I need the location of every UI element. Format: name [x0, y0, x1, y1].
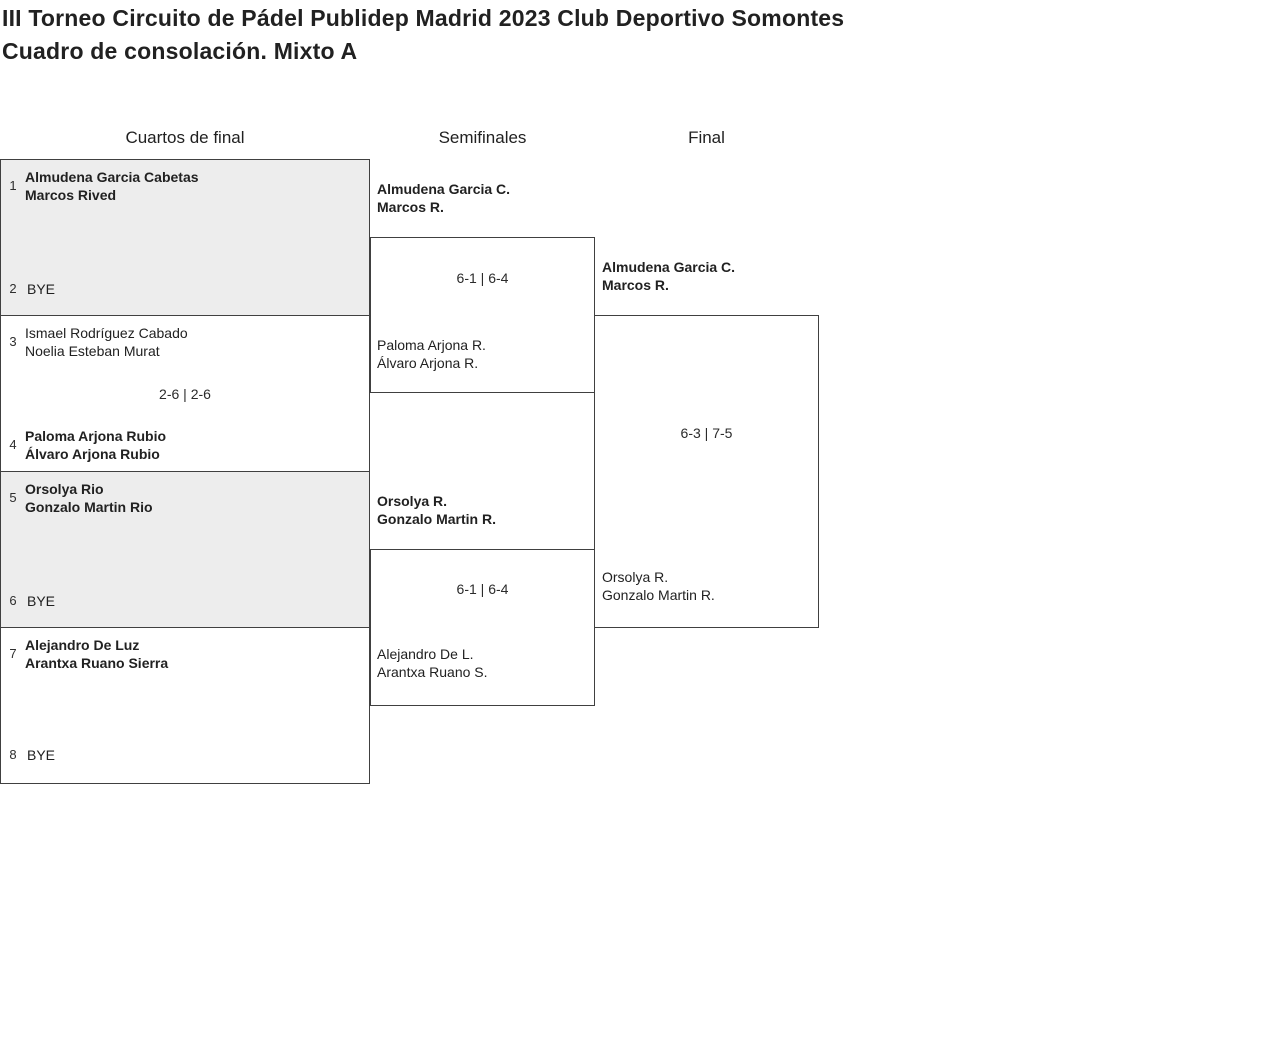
team-names: Orsolya R. Gonzalo Martin R.	[602, 568, 715, 604]
round-header-quarterfinals: Cuartos de final	[125, 128, 245, 147]
player-name: BYE	[27, 747, 56, 763]
team-names: Orsolya R. Gonzalo Martin R.	[377, 492, 496, 528]
seed-number: 1	[9, 178, 17, 193]
page-subtitle: Cuadro de consolación. Mixto A	[2, 38, 358, 64]
team-names: Alejandro De L. Arantxa Ruano S.	[377, 645, 488, 681]
seed-number: 3	[9, 334, 17, 349]
player-name: Gonzalo Martin R.	[377, 511, 496, 527]
team-names: Orsolya Rio Gonzalo Martin Rio	[25, 480, 153, 516]
player-name: Gonzalo Martin R.	[602, 587, 715, 603]
team-bye: BYE	[27, 592, 55, 610]
seed-number: 8	[9, 747, 17, 762]
player-name: Marcos R.	[377, 199, 444, 215]
seed-number: 4	[9, 437, 17, 452]
player-name: Alejandro De L.	[377, 646, 474, 662]
page-heading: III Torneo Circuito de Pádel Publidep Ma…	[2, 2, 852, 68]
player-name: Paloma Arjona Rubio	[25, 428, 167, 444]
player-name: Orsolya Rio	[25, 481, 104, 497]
player-name: Ismael Rodríguez Cabado	[25, 325, 188, 341]
match-score: 6-3 | 7-5	[680, 425, 733, 441]
team-names: Almudena Garcia C. Marcos R.	[602, 258, 735, 294]
player-name: Paloma Arjona R.	[377, 337, 486, 353]
player-name: Almudena Garcia Cabetas	[25, 169, 199, 185]
player-name: Arantxa Ruano S.	[377, 664, 488, 680]
page-title: III Torneo Circuito de Pádel Publidep Ma…	[2, 5, 845, 31]
player-name: Almudena Garcia C.	[377, 181, 511, 197]
player-name: Gonzalo Martin Rio	[25, 499, 153, 515]
team-names: Paloma Arjona R. Álvaro Arjona R.	[377, 336, 486, 372]
match-box-qf4	[0, 627, 370, 784]
round-header-final: Final	[688, 128, 725, 147]
match-score: 6-1 | 6-4	[456, 270, 509, 286]
team-names: Almudena Garcia C. Marcos R.	[377, 180, 510, 216]
player-name: Noelia Esteban Murat	[25, 343, 160, 359]
team-bye: BYE	[27, 746, 55, 764]
player-name: Marcos Rived	[25, 187, 117, 203]
team-names: Alejandro De Luz Arantxa Ruano Sierra	[25, 636, 168, 672]
round-header-semifinals: Semifinales	[438, 128, 527, 147]
seed-number: 6	[9, 593, 17, 608]
player-name: BYE	[27, 281, 56, 297]
match-box-sf2	[370, 549, 595, 706]
match-box-sf1	[370, 237, 595, 393]
player-name: Alejandro De Luz	[25, 637, 140, 653]
player-name: BYE	[27, 593, 56, 609]
team-names: Almudena Garcia Cabetas Marcos Rived	[25, 168, 199, 204]
player-name: Almudena Garcia C.	[602, 259, 736, 275]
seed-number: 7	[9, 646, 17, 661]
player-name: Álvaro Arjona R.	[377, 355, 479, 371]
player-name: Marcos R.	[602, 277, 669, 293]
seed-number: 5	[9, 490, 17, 505]
team-bye: BYE	[27, 280, 55, 298]
team-names: Paloma Arjona Rubio Álvaro Arjona Rubio	[25, 427, 166, 463]
match-box-qf1	[0, 159, 370, 316]
seed-number: 2	[9, 281, 17, 296]
player-name: Arantxa Ruano Sierra	[25, 655, 169, 671]
match-box-qf2	[0, 315, 370, 472]
player-name: Álvaro Arjona Rubio	[25, 446, 160, 462]
match-score: 2-6 | 2-6	[159, 386, 211, 402]
player-name: Orsolya R.	[377, 493, 448, 509]
match-score: 6-1 | 6-4	[456, 581, 509, 597]
team-names: Ismael Rodríguez Cabado Noelia Esteban M…	[25, 324, 188, 360]
match-box-final	[594, 315, 819, 628]
player-name: Orsolya R.	[602, 569, 669, 585]
